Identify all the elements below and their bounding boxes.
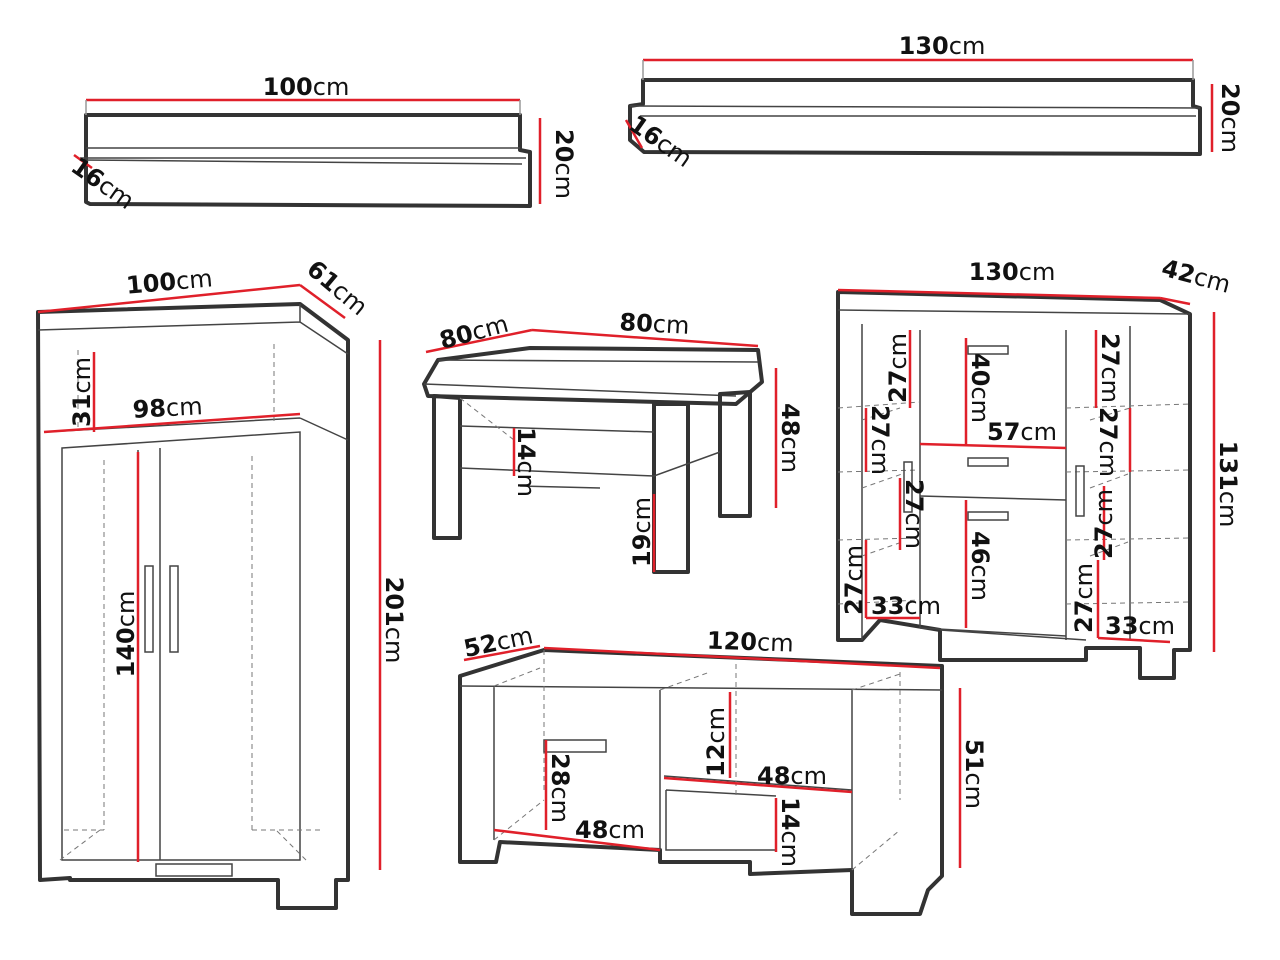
display-cabinet (836, 288, 1216, 680)
table-depth-label: 80cm (437, 310, 512, 355)
table-shelf-label: 19cm (628, 497, 656, 567)
shelf-large-depth-label: 16cm (624, 110, 697, 173)
coffee-table (422, 328, 778, 574)
cabinet-height-label: 131cm (1214, 441, 1242, 528)
cabinet-right-shelf-4-label: 27cm (1070, 563, 1098, 633)
wardrobe-inner-width-label: 98cm (132, 392, 203, 424)
wardrobe-width-label: 100cm (125, 264, 214, 299)
cabinet-depth-label: 42cm (1159, 254, 1234, 299)
tv-left-width-label: 48cm (575, 816, 645, 844)
cabinet-left-shelf-1-label: 27cm (884, 333, 912, 403)
wardrobe-height-label: 201cm (380, 577, 408, 664)
cabinet-right-shelf-2-label: 27cm (1094, 407, 1122, 477)
shelf-large-height-label: 20cm (1216, 83, 1244, 153)
cabinet-top-compartment-label: 40cm (966, 353, 994, 423)
wardrobe-door-section-label: 140cm (112, 591, 140, 678)
cabinet-lower-compartment-label: 46cm (966, 531, 994, 601)
cabinet-left-shelf-2-label: 27cm (866, 405, 894, 475)
cabinet-left-shelf-3-label: 27cm (900, 479, 928, 549)
cabinet-right-shelf-1-label: 27cm (1096, 333, 1124, 403)
cabinet-right-shelf-3-label: 27cm (1090, 489, 1118, 559)
table-height-label: 48cm (776, 403, 804, 473)
table-width-label: 80cm (619, 308, 690, 340)
cabinet-right-depth-label: 33cm (1105, 612, 1175, 640)
table-drawer-label: 14cm (512, 427, 540, 497)
cabinet-left-shelf-4-label: 27cm (840, 545, 868, 615)
tv-top-niche-label: 12cm (702, 707, 730, 777)
tv-stand (458, 644, 962, 916)
tv-height-label: 51cm (960, 739, 988, 809)
cabinet-middle-width-label: 57cm (987, 418, 1057, 446)
tv-niche-width-label: 48cm (757, 762, 827, 790)
shelf-small-height-label: 20cm (550, 129, 578, 199)
shelf-large-width-label: 130cm (899, 32, 986, 60)
shelf-small-width-label: 100cm (263, 73, 350, 101)
cabinet-width-label: 130cm (969, 258, 1056, 286)
wardrobe (36, 283, 382, 910)
tv-width-label: 120cm (706, 627, 794, 658)
wardrobe-top-section-label: 31cm (68, 357, 96, 427)
wall-shelf-large (624, 58, 1214, 156)
cabinet-left-depth-label: 33cm (871, 592, 941, 620)
tv-left-compartment-label: 28cm (546, 753, 574, 823)
wall-shelf-small (73, 98, 542, 208)
tv-bottom-niche-label: 14cm (776, 797, 804, 867)
